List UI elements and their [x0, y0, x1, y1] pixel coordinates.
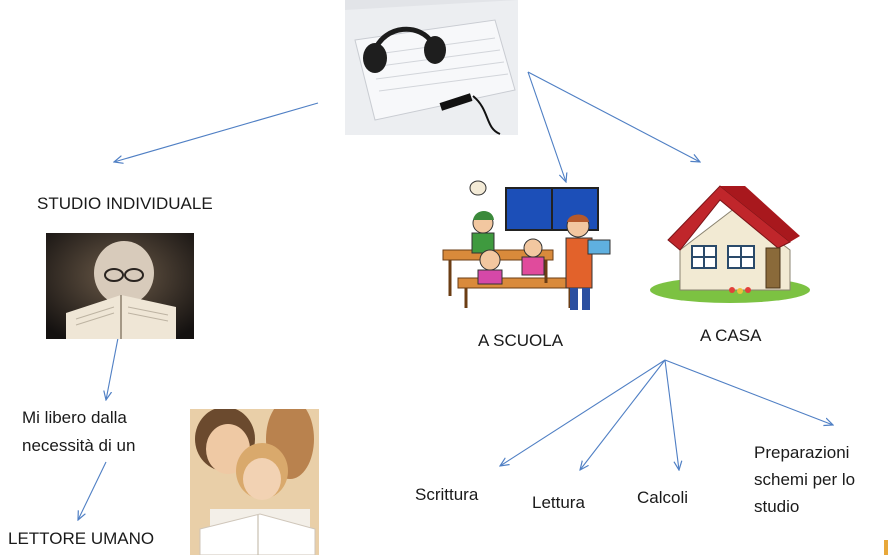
label-preparazioni: Preparazioni schemi per lo studio [754, 443, 856, 516]
arrow-casa-to-lettura [580, 359, 666, 470]
arrow-baby-to-liberazione [106, 337, 119, 400]
label-studio-individuale: STUDIO INDIVIDUALE [37, 194, 213, 213]
classroom-clipart [438, 178, 618, 313]
label-a-casa: A CASA [700, 326, 762, 345]
label-lettore-umano: LETTORE UMANO [8, 529, 155, 548]
label-liberazione: Mi libero dalla necessità di un [22, 408, 136, 455]
laptop-picture [345, 0, 518, 135]
arrow-laptop-to-studio [114, 102, 319, 162]
label-calcoli: Calcoli [637, 488, 689, 507]
arrow-liberazione-to-lettore [78, 461, 107, 520]
parent-child-reading-picture [190, 409, 319, 555]
label-lettura: Lettura [532, 493, 585, 512]
arrow-casa-to-calcoli [664, 359, 679, 470]
house-clipart [650, 178, 810, 303]
label-a-scuola: A SCUOLA [478, 331, 564, 350]
corner-marker [884, 540, 888, 555]
arrow-casa-to-scrittura [500, 359, 666, 466]
arrow-casa-to-preparazioni [664, 359, 833, 425]
arrow-laptop-to-casa [527, 71, 700, 162]
arrow-laptop-to-scuola [527, 71, 566, 182]
label-scrittura: Scrittura [415, 485, 479, 504]
baby-reading-picture [46, 233, 194, 339]
